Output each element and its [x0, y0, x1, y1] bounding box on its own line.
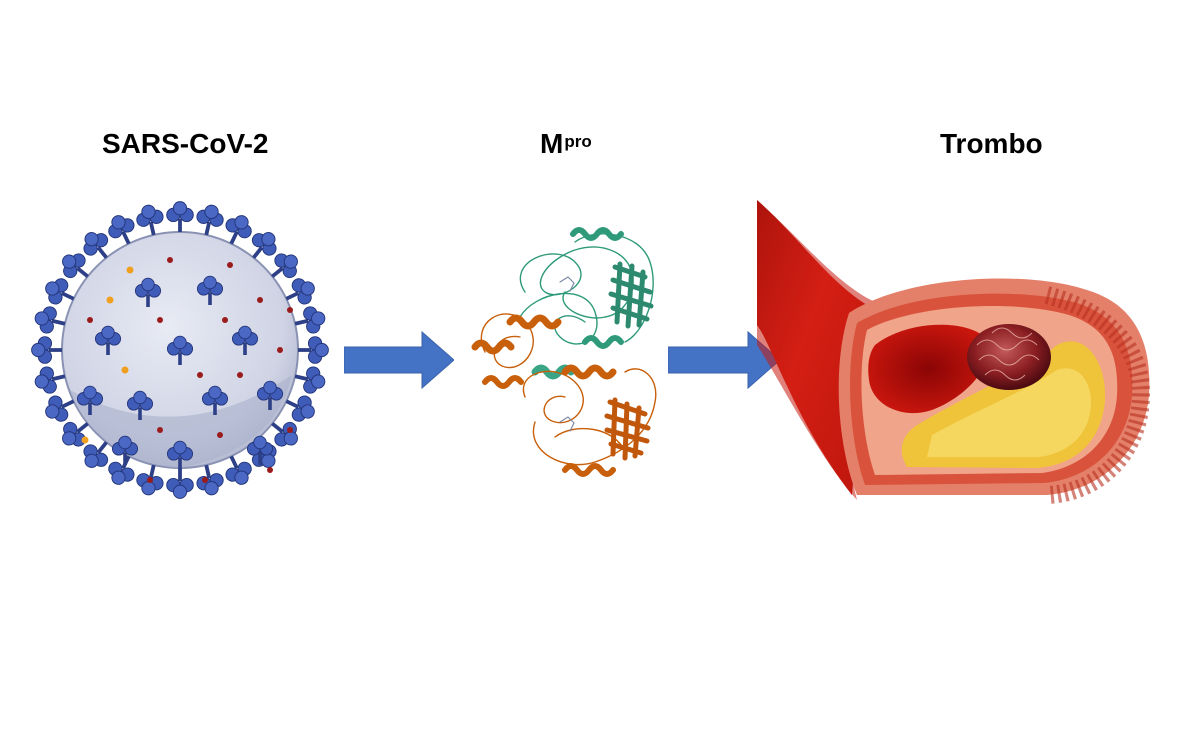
virus-title: SARS-CoV-2: [102, 128, 269, 159]
blood-vessel-illustration: [757, 195, 1190, 505]
virus-icon: [31, 201, 329, 499]
mpro-protein-illustration: [465, 222, 680, 492]
mpro-title-base: M: [540, 128, 564, 159]
vessel-thrombus-icon: [757, 200, 1151, 504]
protein-structure-icon: [471, 227, 657, 477]
arrow-right-icon: [344, 330, 454, 390]
mpro-title: Mpro: [540, 124, 592, 164]
thrombus-title: Trombo: [940, 128, 1043, 159]
virus-illustration: [30, 200, 330, 500]
arrow-right-icon: [668, 330, 780, 390]
mpro-title-superscript: pro: [564, 132, 592, 151]
